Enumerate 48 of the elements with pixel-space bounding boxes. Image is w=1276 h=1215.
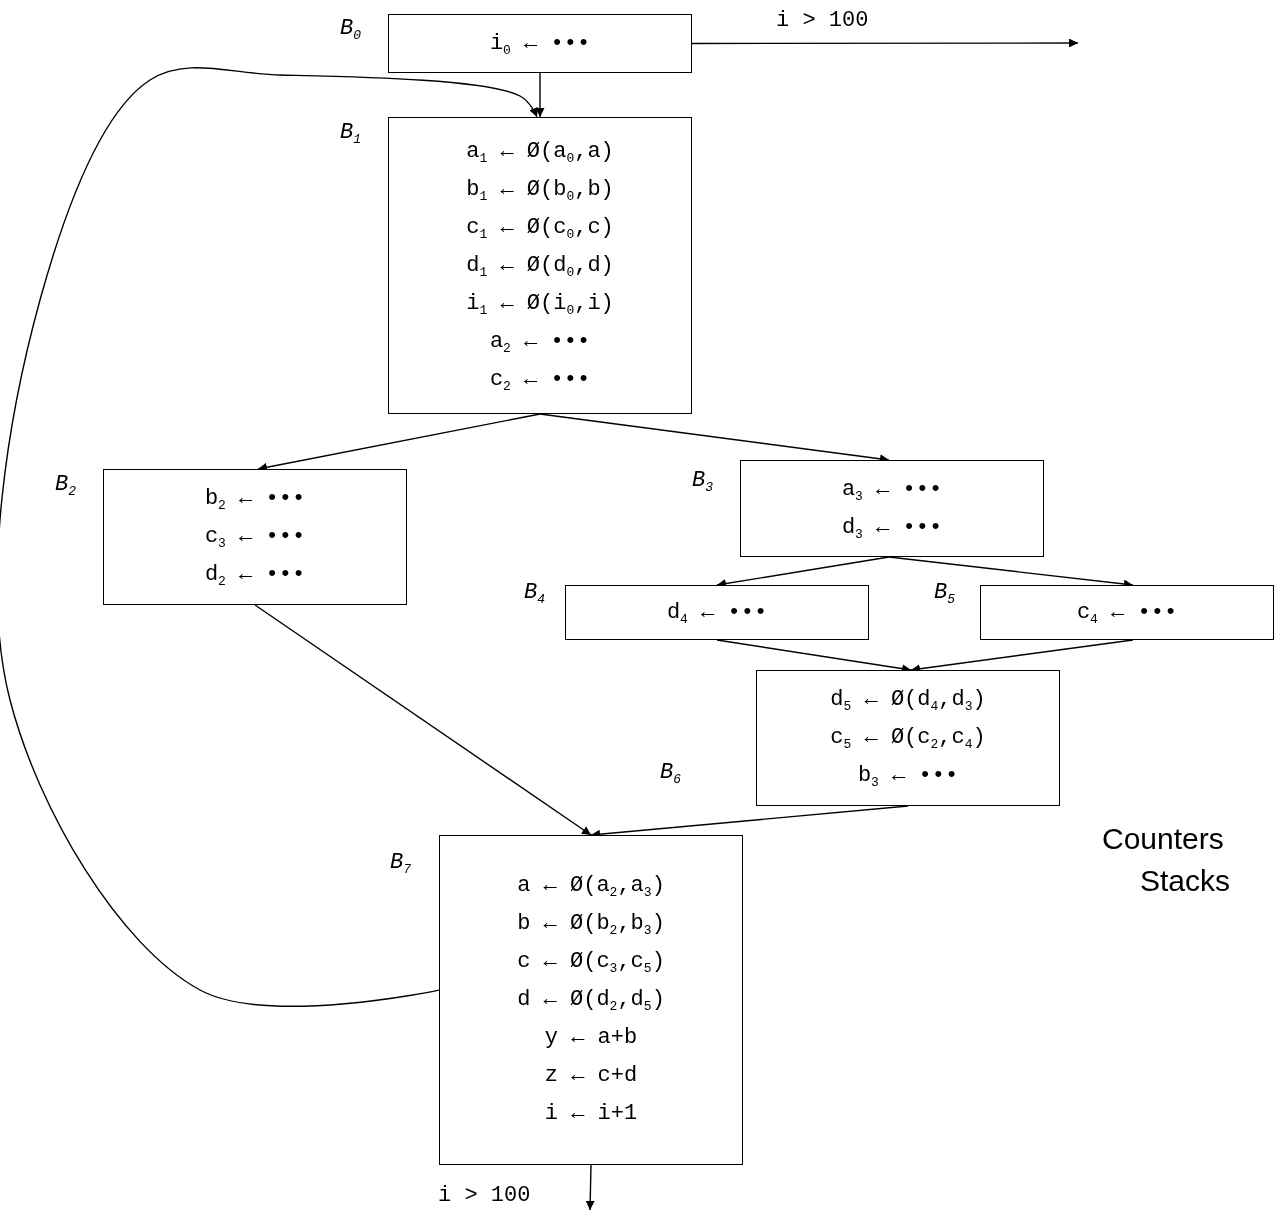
basic-block-box xyxy=(439,835,743,1165)
code-statement: a ← Ø(a$_{2}$,a$_{3}$) xyxy=(517,872,665,903)
note-text: Counters xyxy=(1102,822,1224,856)
code-statement: c ← Ø(c$_{3}$,c$_{5}$) xyxy=(517,948,665,979)
code-statement: b ← Ø(b$_{2}$,b$_{3}$) xyxy=(517,910,665,941)
code-statement: a$_{2}$ ← ••• xyxy=(489,327,591,358)
block-label: B$_{0}$ xyxy=(340,16,361,44)
arrow xyxy=(585,1164,595,1211)
basic-block-box xyxy=(740,460,1044,557)
basic-block-box xyxy=(980,585,1274,640)
block-label: B$_{1}$ xyxy=(340,120,361,148)
basic-block-box xyxy=(565,585,869,640)
basic-block-box xyxy=(103,469,407,605)
block-label: B$_{5}$ xyxy=(934,580,955,608)
code-statement: b$_{3}$ ← ••• xyxy=(857,762,959,793)
code-statement: c$_{2}$ ← ••• xyxy=(489,365,591,396)
code-statement: a$_{1}$ ← Ø(a$_{0}$,a) xyxy=(466,137,614,168)
code-statement: y ← a+b xyxy=(544,1024,638,1052)
code-statement: b$_{1}$ ← Ø(b$_{0}$,b) xyxy=(466,175,614,206)
note-text: Stacks xyxy=(1140,864,1231,898)
code-statement: c$_{5}$ ← Ø(c$_{2}$,c$_{4}$) xyxy=(830,724,986,755)
code-statement: b$_{2}$ ← ••• xyxy=(204,485,306,516)
code-statement: d$_{2}$ ← ••• xyxy=(204,561,306,592)
block-label: B$_{6}$ xyxy=(660,760,681,788)
code-statement: d$_{4}$ ← ••• xyxy=(666,598,768,629)
code-statement: d$_{5}$ ← Ø(d$_{4}$,d$_{3}$) xyxy=(830,686,986,717)
arrow xyxy=(254,604,592,836)
block-label: B$_{3}$ xyxy=(692,468,713,496)
block-label: B$_{2}$ xyxy=(55,472,76,500)
code-statement: z ← c+d xyxy=(544,1062,638,1090)
block-label: B$_{4}$ xyxy=(524,580,545,608)
arrow xyxy=(0,67,538,1007)
code-statement: c$_{4}$ ← ••• xyxy=(1076,598,1178,629)
code-statement: i$_{1}$ ← Ø(i$_{0}$,i) xyxy=(466,289,614,320)
code-statement: c$_{3}$ ← ••• xyxy=(204,523,306,554)
basic-block-box xyxy=(388,117,692,414)
basic-block-box xyxy=(388,14,692,73)
arrow xyxy=(691,38,1079,48)
code-statement: i ← i+1 xyxy=(544,1100,638,1128)
code-statement: a$_{3}$ ← ••• xyxy=(841,475,943,506)
basic-block-box xyxy=(756,670,1060,806)
code-statement: i$_{0}$ ← ••• xyxy=(489,29,591,60)
code-statement: c$_{1}$ ← Ø(c$_{0}$,c) xyxy=(466,213,614,244)
code-statement: d$_{3}$ ← ••• xyxy=(841,513,943,544)
arrow xyxy=(535,72,545,118)
code-statement: d ← Ø(d$_{2}$,d$_{5}$) xyxy=(517,986,665,1017)
code-statement: d$_{1}$ ← Ø(d$_{0}$,d) xyxy=(466,251,614,282)
block-label: B$_{7}$ xyxy=(390,850,411,878)
